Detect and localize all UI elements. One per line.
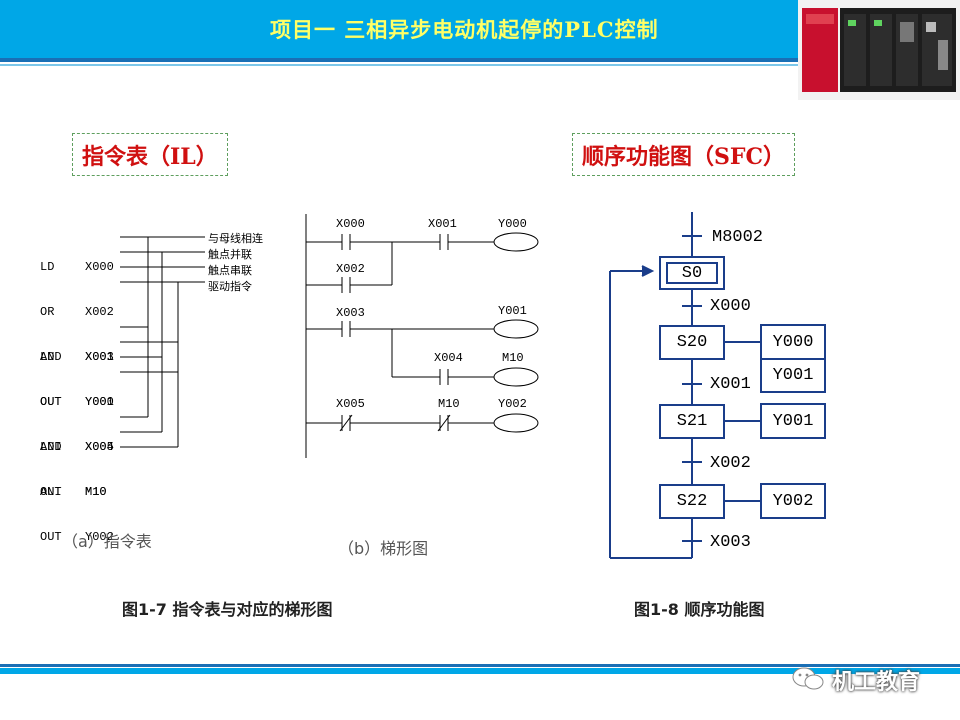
ladder-contact-m10-label: M10 <box>438 397 460 411</box>
ladder-contact-x005-label: X005 <box>336 397 365 411</box>
ladder-contact-x003-label: X003 <box>336 306 365 320</box>
note-parallel: 触点并联 <box>208 248 252 261</box>
sfc-step-s21: S21 <box>659 404 725 439</box>
il-bracket-lines <box>120 236 205 448</box>
figure-caption-1-8: 图1-8 顺序功能图 <box>634 600 765 619</box>
ladder-contact-x000-label: X000 <box>336 217 365 231</box>
header-rule <box>0 58 800 62</box>
sfc-transition-x001: X001 <box>710 375 751 394</box>
note-bus-connect: 与母线相连 <box>208 232 263 245</box>
sfc-step-s20: S20 <box>659 325 725 360</box>
wechat-icon <box>792 667 824 690</box>
watermark: 机工教育 <box>832 670 921 695</box>
ladder-contact-x002-label: X002 <box>336 262 365 276</box>
ladder-coil-m10-label: M10 <box>502 351 524 365</box>
header-rule-light <box>0 64 800 66</box>
il-label: 指令表（IL） <box>72 133 228 176</box>
sfc-label: 顺序功能图（SFC） <box>572 133 796 176</box>
ladder-contact-x004-label: X004 <box>434 351 463 365</box>
ladder-lines <box>305 214 539 458</box>
caption-a: （a）指令表 <box>62 532 152 551</box>
sfc-step-s0-inner: S0 <box>666 262 718 284</box>
footer-rule <box>0 664 960 667</box>
sfc-action-y001: Y001 <box>760 358 826 393</box>
ladder-coil-y001-label: Y001 <box>498 304 527 318</box>
sfc-lines <box>609 212 760 559</box>
sfc-initial-condition: M8002 <box>712 228 764 247</box>
note-series: 触点串联 <box>208 264 252 277</box>
plc-hardware-image <box>798 0 960 100</box>
ladder-coil-y000-label: Y000 <box>498 217 527 231</box>
note-drive: 驱动指令 <box>208 280 252 293</box>
ladder-contact-x001-label: X001 <box>428 217 457 231</box>
ladder-coil-y002-label: Y002 <box>498 397 527 411</box>
sfc-action-y002: Y002 <box>760 483 826 519</box>
page-title: 项目一 三相异步电动机起停的PLC控制 <box>270 17 659 42</box>
sfc-action-y001-s21: Y001 <box>760 403 826 439</box>
footer-bar <box>0 668 960 674</box>
sfc-transition-x000: X000 <box>710 297 751 316</box>
sfc-transition-x002: X002 <box>710 454 751 473</box>
sfc-step-s22: S22 <box>659 484 725 519</box>
sfc-transition-x003: X003 <box>710 533 751 552</box>
sfc-step-s0: S0 <box>659 256 725 290</box>
figure-caption-1-7: 图1-7 指令表与对应的梯形图 <box>122 600 333 619</box>
caption-b: （b）梯形图 <box>338 539 429 558</box>
